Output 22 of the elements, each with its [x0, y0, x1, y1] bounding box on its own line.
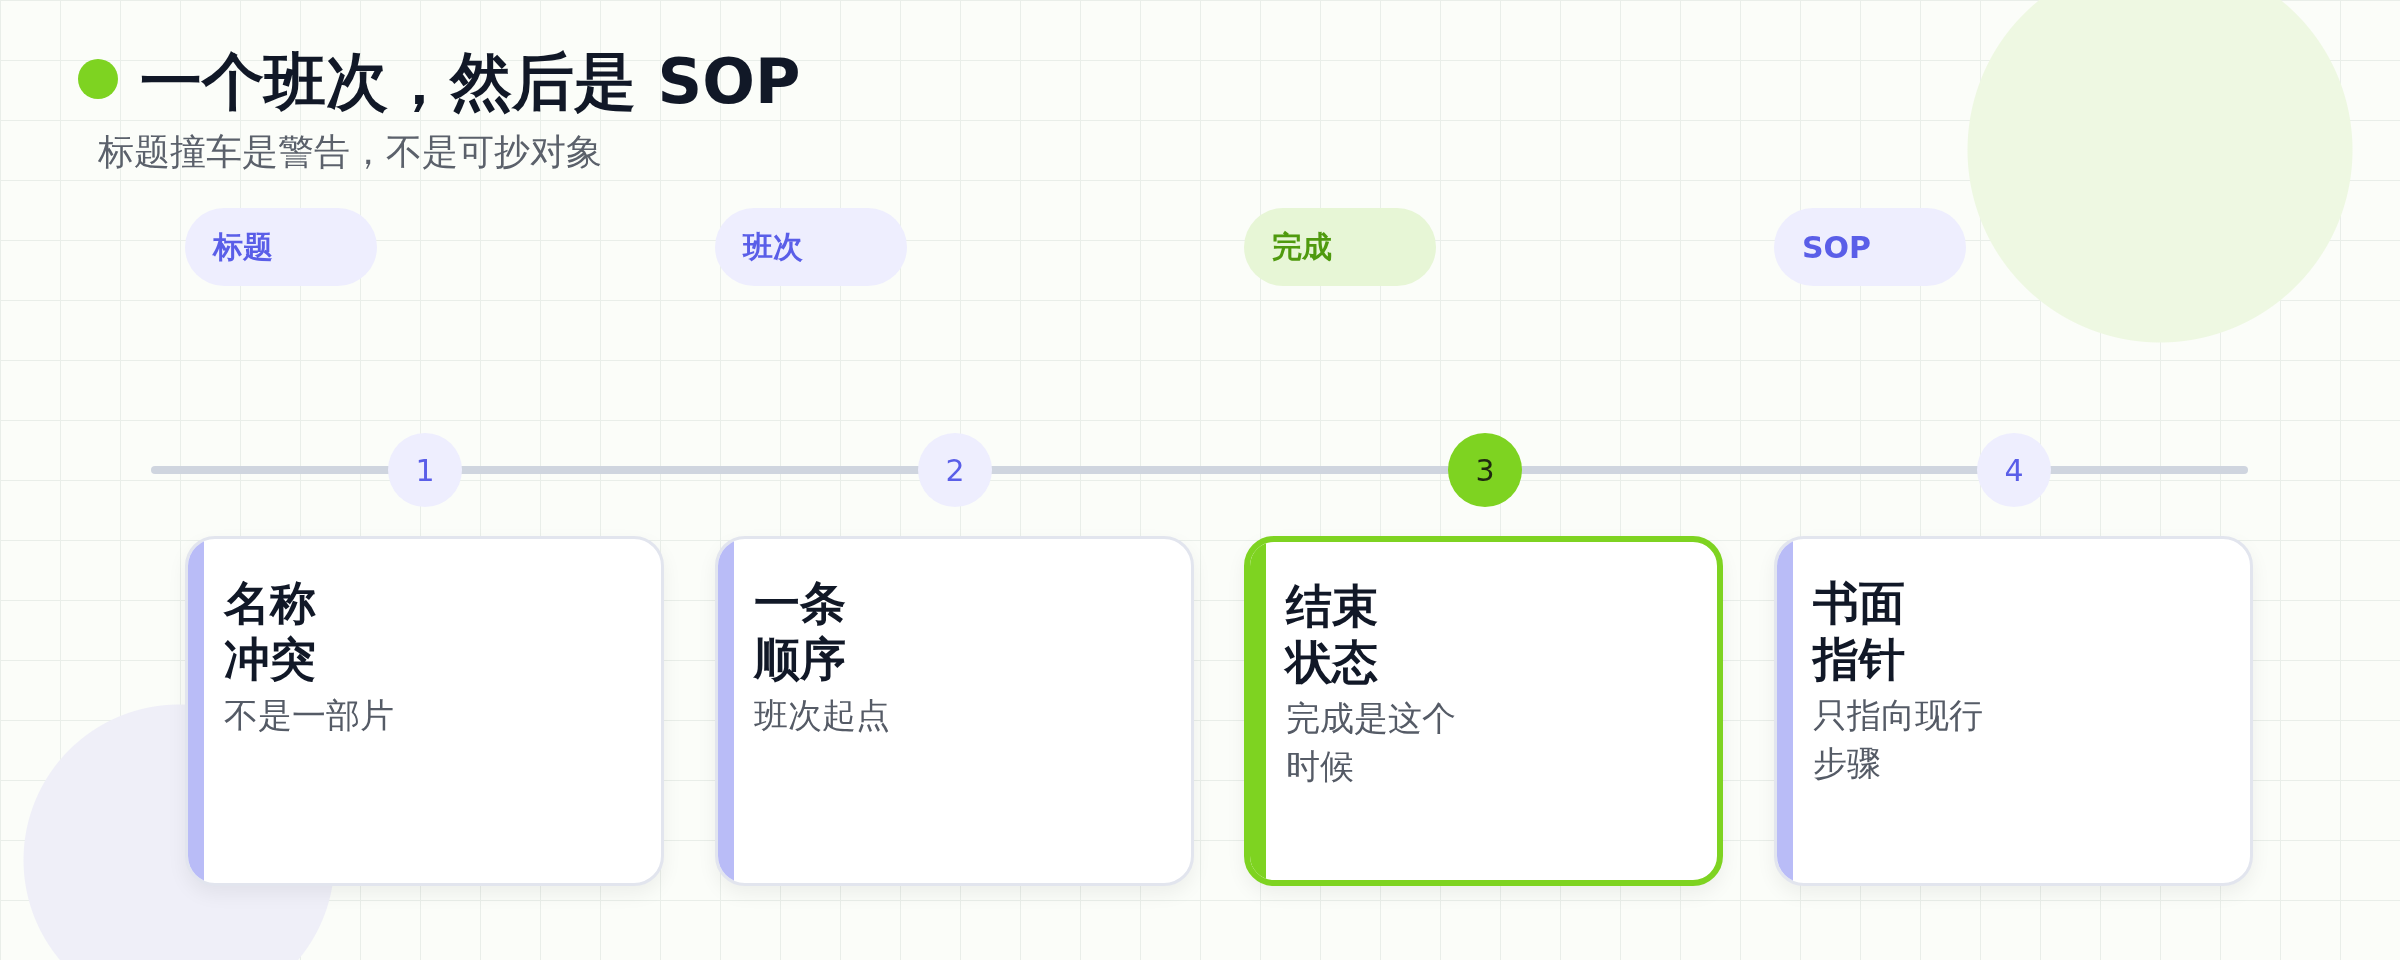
- card-heading: 一条顺序: [754, 575, 847, 687]
- card-heading: 名称冲突: [224, 575, 317, 687]
- step-tag: SOP: [1774, 208, 1966, 286]
- step-number: 1: [388, 433, 462, 507]
- card-text: 不是一部片: [224, 694, 394, 737]
- step-number: 4: [1977, 433, 2051, 507]
- step-card: [185, 536, 664, 886]
- step-card: [1774, 536, 2253, 886]
- subtitle: 标题撞车是警告，不是可抄对象: [98, 130, 602, 174]
- step-tag: 标题: [185, 208, 377, 286]
- card-text: 只指向现行步骤: [1813, 694, 1983, 785]
- step-card: [1244, 536, 1723, 886]
- step-tag: 完成: [1244, 208, 1436, 286]
- step-tag: 班次: [715, 208, 907, 286]
- step-card: [715, 536, 1194, 886]
- card-text: 班次起点: [754, 694, 891, 737]
- card-text: 完成是这个时候: [1286, 697, 1456, 788]
- step-number: 3: [1448, 433, 1522, 507]
- card-heading: 书面指针: [1813, 575, 1906, 687]
- step-number: 2: [918, 433, 992, 507]
- title: 一个班次，然后是 SOP: [140, 44, 801, 120]
- card-heading: 结束状态: [1286, 578, 1379, 690]
